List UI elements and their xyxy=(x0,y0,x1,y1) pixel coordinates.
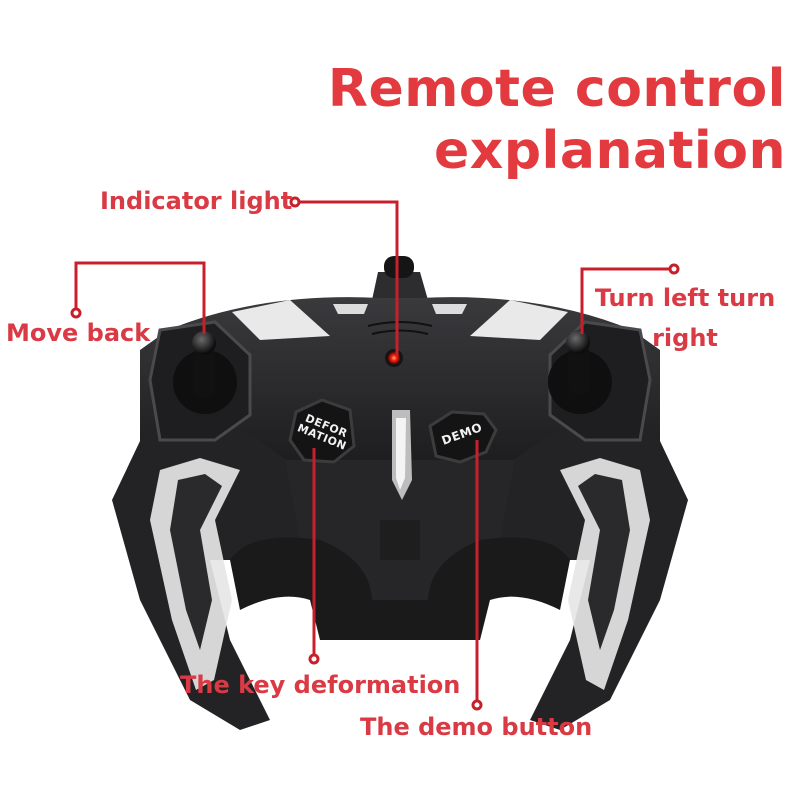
callout-turn-line-2: right xyxy=(652,324,718,352)
callout-turn-left-right: Turn left turn right xyxy=(592,283,778,353)
deformation-button[interactable] xyxy=(288,398,356,464)
callout-dot-move-back xyxy=(70,307,82,319)
callout-demo-button: The demo button xyxy=(360,713,593,741)
callout-dot-demo xyxy=(471,699,483,711)
antenna xyxy=(372,256,428,300)
callout-indicator-light: Indicator light xyxy=(100,187,293,215)
callout-key-deformation: The key deformation xyxy=(180,671,461,699)
callout-turn-line-1: Turn left turn xyxy=(594,284,776,312)
callout-lines xyxy=(70,196,680,711)
page-title: Remote control explanation xyxy=(328,58,786,182)
callout-dot-indicator xyxy=(289,196,301,208)
controller-body xyxy=(112,297,688,730)
title-line-1: Remote control xyxy=(327,59,786,119)
callout-line-move-back xyxy=(74,261,206,334)
callout-move-back: Move back xyxy=(6,319,151,347)
demo-button[interactable] xyxy=(428,410,498,464)
right-joystick[interactable] xyxy=(548,320,652,442)
callout-dot-turn xyxy=(668,263,680,275)
title-line-2: explanation xyxy=(434,121,786,181)
callout-line-turn xyxy=(580,267,670,334)
callout-line-indicator xyxy=(299,200,399,356)
callout-dot-deformation xyxy=(308,653,320,665)
indicator-light xyxy=(385,349,403,367)
left-joystick[interactable] xyxy=(148,320,252,442)
